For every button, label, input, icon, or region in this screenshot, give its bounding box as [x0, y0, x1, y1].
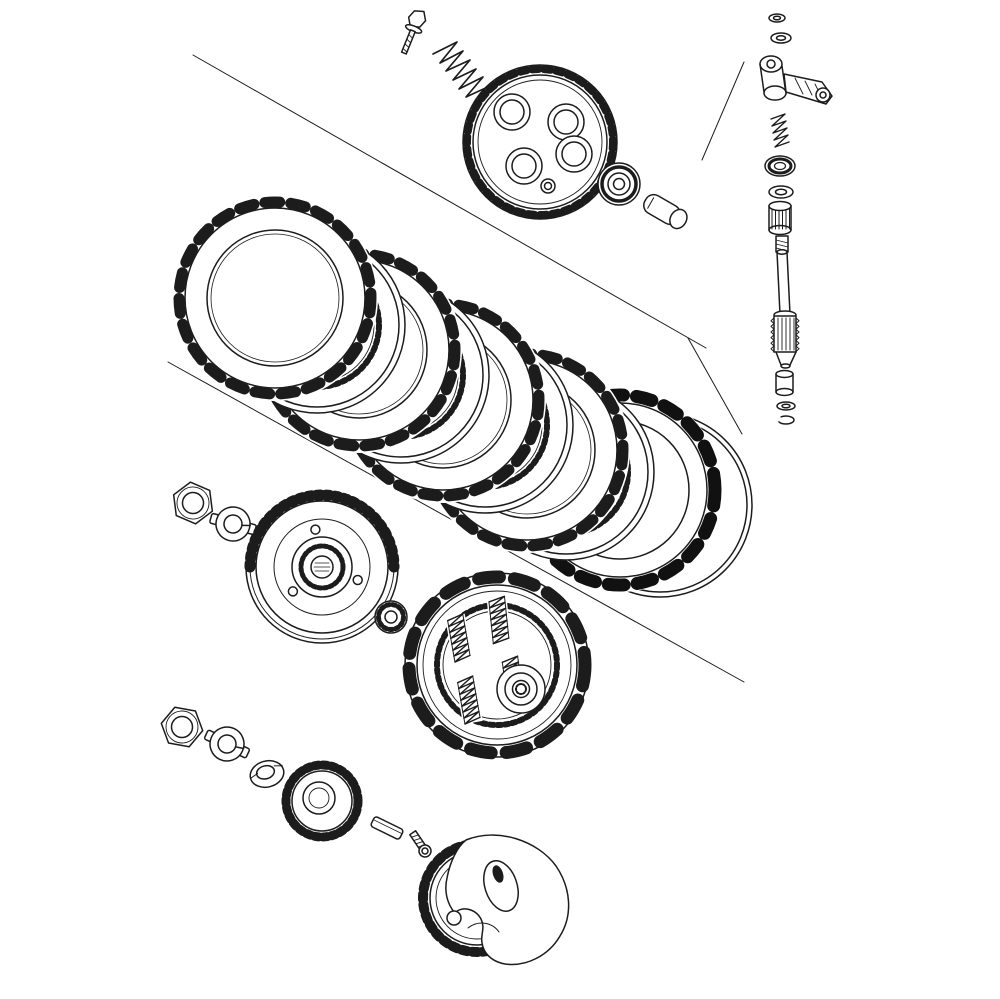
stopper-plate-hole — [483, 860, 519, 912]
push-rod-pin — [643, 193, 688, 230]
release-shaft-assembly — [759, 13, 833, 425]
pressure-plate — [462, 64, 618, 220]
shaft-spline-lines — [777, 317, 795, 351]
flange-bolt — [400, 10, 427, 55]
splined-thrust-washer — [374, 600, 408, 634]
housing-finger-ring — [402, 570, 592, 760]
boss-rib-ring — [244, 489, 400, 573]
clutch-release-lever — [759, 55, 833, 105]
plate-stack — [172, 195, 753, 598]
spring-boss — [555, 135, 593, 173]
spacer-collar — [775, 369, 794, 397]
plain-washer-lower — [776, 401, 796, 411]
top-assembly — [400, 10, 688, 230]
plain-washer-upper — [770, 32, 792, 44]
boss-spline-ring — [298, 543, 346, 591]
thrust-washer-small — [768, 185, 794, 199]
pressure-plate-rim-shade — [485, 191, 595, 219]
housing-center-boss — [496, 664, 546, 714]
hex-nut-lower — [159, 704, 205, 750]
return-spring — [770, 113, 790, 148]
oil-seal — [764, 155, 796, 177]
lower-assembly — [159, 704, 404, 842]
needle-bearing — [768, 200, 792, 236]
straight-key — [370, 816, 404, 840]
guide-line-3 — [701, 61, 745, 161]
circlip — [777, 415, 795, 425]
push-lever-shaft — [770, 235, 800, 369]
hex-nut-upper — [169, 479, 217, 527]
guide-line-1 — [192, 54, 707, 349]
stopper-plate — [445, 834, 570, 966]
spring-boss — [493, 93, 531, 131]
boss-assembly — [169, 479, 408, 644]
primary-gear-assembly — [409, 830, 570, 966]
ball-bearing — [597, 162, 641, 206]
clutch-boss — [244, 489, 400, 644]
stopper-plate-slot — [492, 865, 504, 883]
spacer-gear-teeth — [281, 760, 363, 842]
spring-boss — [505, 147, 543, 185]
pressure-plate-teeth — [463, 65, 617, 219]
friction-plate-1 — [172, 195, 378, 401]
guide-line-4 — [687, 337, 743, 435]
spring-boss — [547, 103, 585, 141]
diagram-art — [159, 10, 833, 966]
lock-washer-lower — [198, 718, 256, 770]
stud-bolt — [409, 830, 432, 858]
spacer-gear — [281, 760, 363, 842]
conical-spring-washer — [249, 759, 285, 789]
clutch-housing — [400, 568, 594, 762]
snap-washer — [768, 13, 786, 23]
